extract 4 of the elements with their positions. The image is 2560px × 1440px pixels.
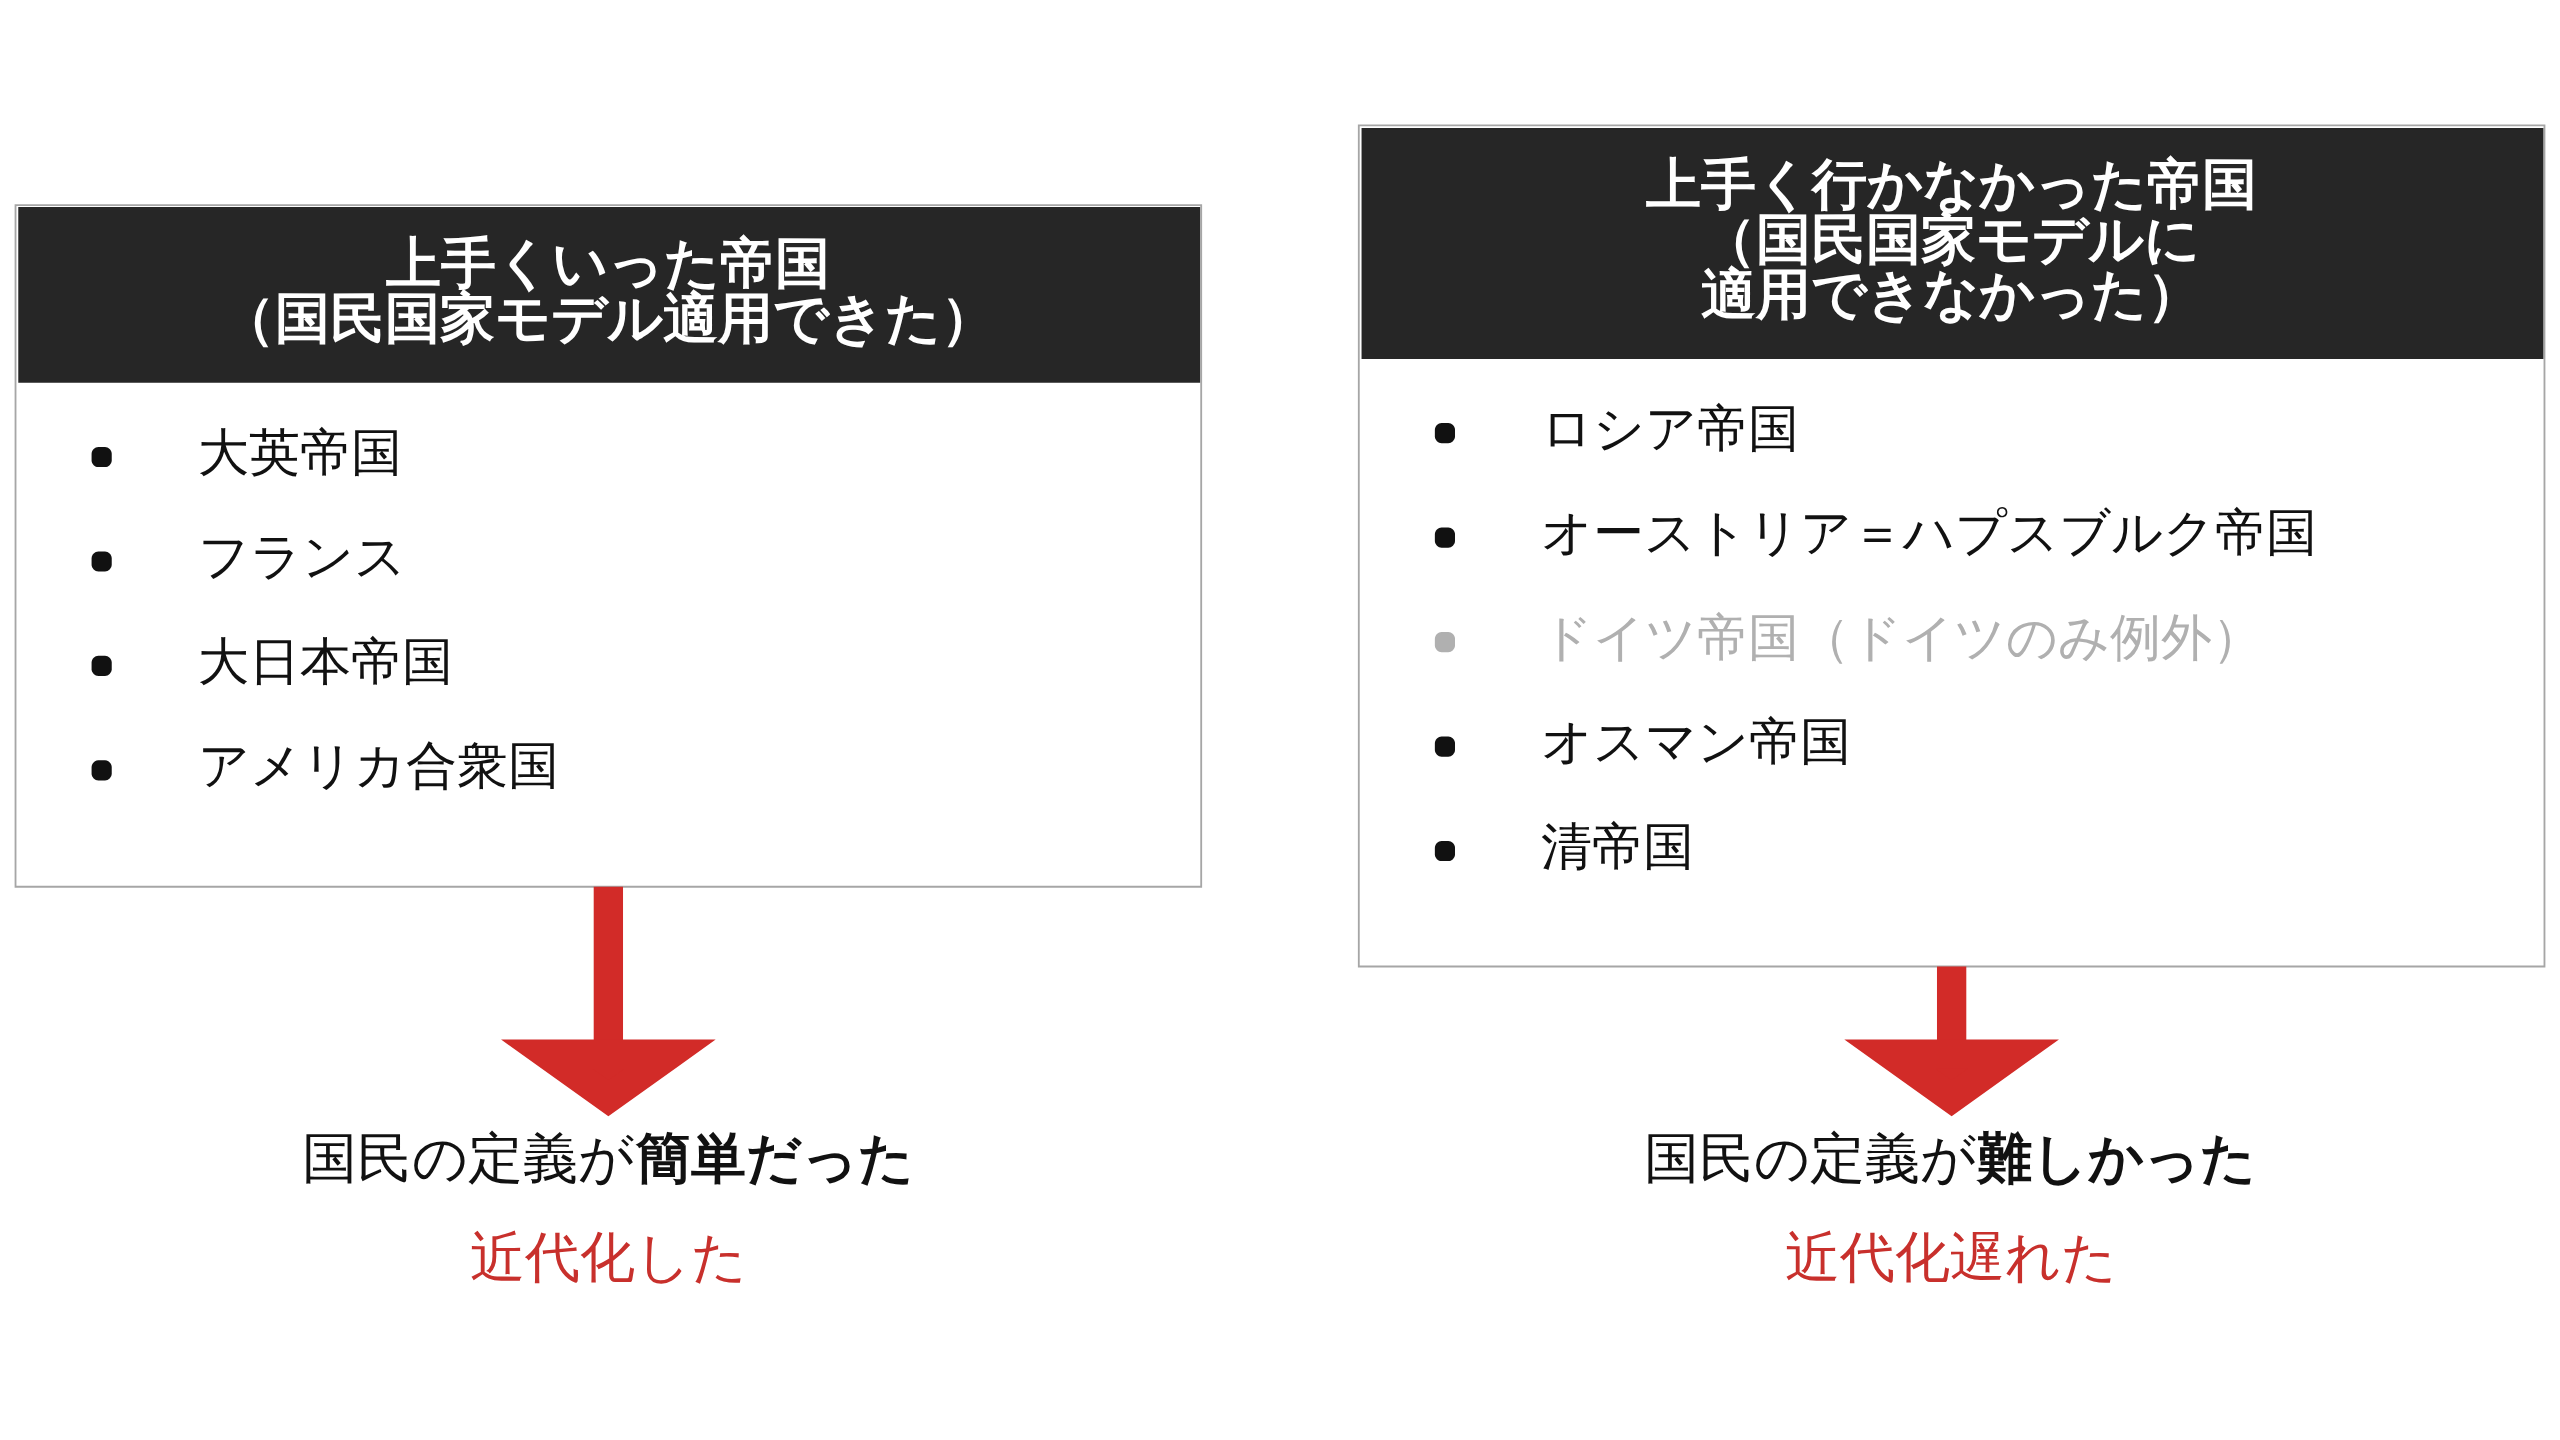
node-text: 国民の定義が難しかった 近代化遅れた bbox=[1643, 1126, 2257, 1290]
node-text: 国民の定義が簡単だった 近代化した bbox=[302, 1126, 914, 1290]
arrow bbox=[501, 886, 716, 1117]
arrow bbox=[1844, 966, 2059, 1117]
